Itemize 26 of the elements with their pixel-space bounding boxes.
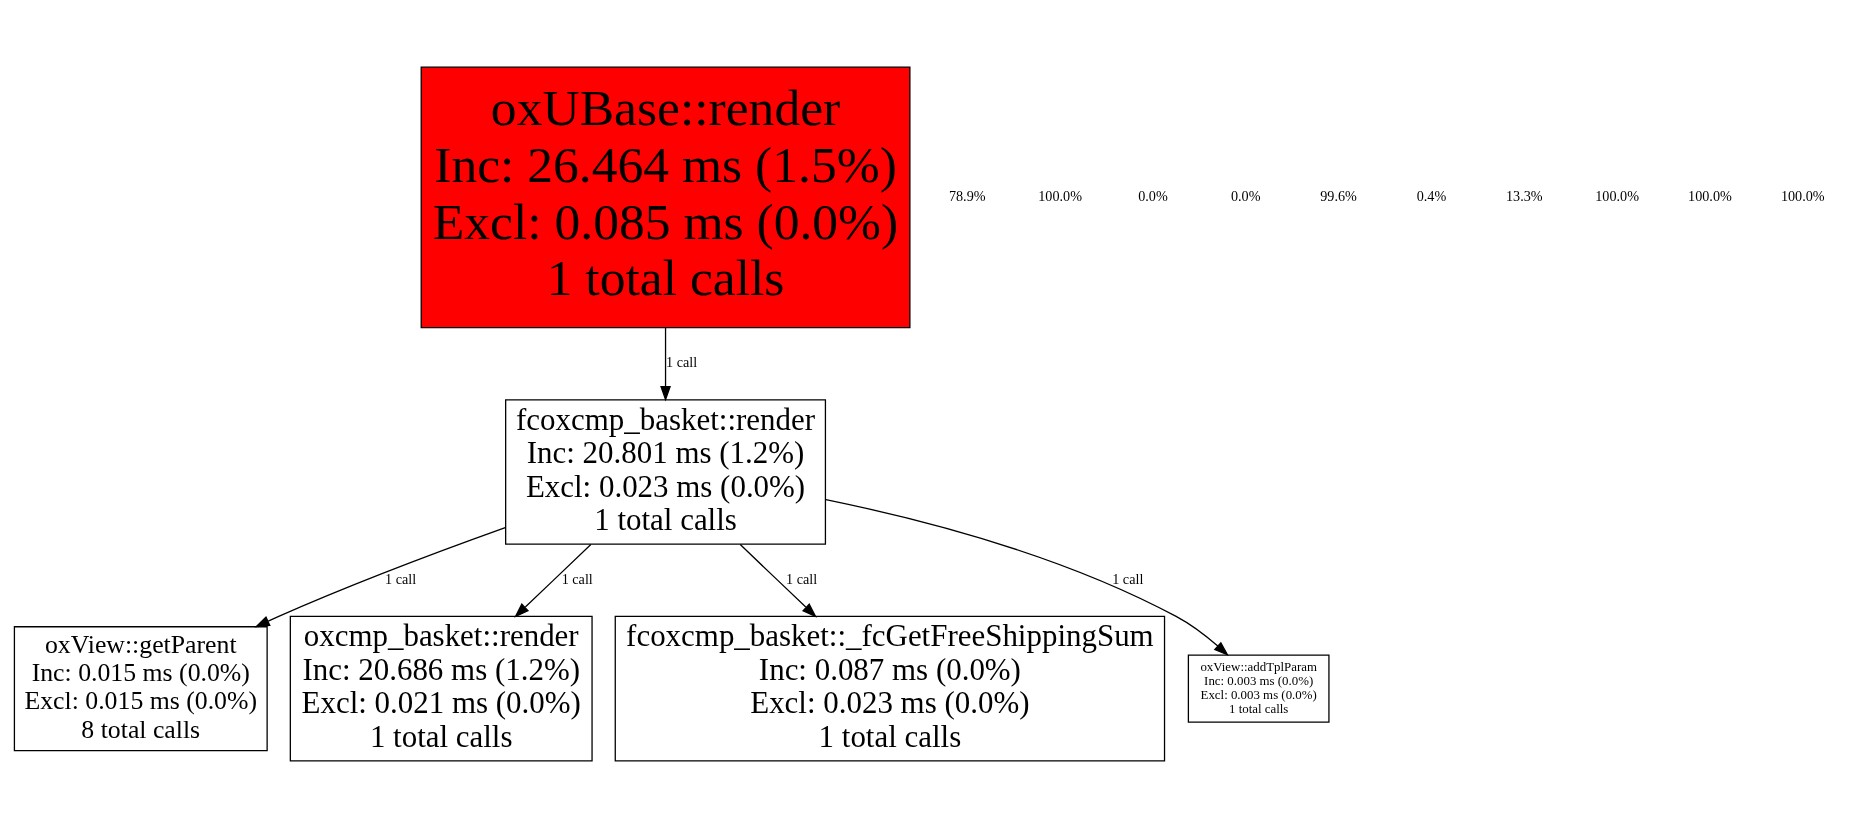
arrow: [825, 498, 1229, 656]
label: 100.0%: [1688, 187, 1732, 204]
arrow: [254, 526, 506, 628]
node-box: fcoxcmp_basket::render Inc: 20.801 ms (1.2%) Excl: 0.023 ms (0.0%) 1 total calls: [505, 398, 827, 545]
label: 100.0%: [1780, 187, 1825, 204]
edge-label: 1 call: [786, 570, 818, 587]
label: 100.0%: [1038, 187, 1082, 204]
label: 99.6%: [1320, 187, 1357, 204]
node-box: fcoxcmp_basket::_fcGetFreeShippingSum Inc: 0.087 ms (0.0%) Excl: 0.023 ms (0.0%) 1 total calls: [614, 615, 1166, 761]
label: 13.3%: [1505, 187, 1543, 204]
label: 100.0%: [1595, 187, 1639, 204]
edge-label: 1 call: [1112, 570, 1144, 587]
arrow: [660, 326, 671, 402]
arrow: [739, 543, 817, 618]
node-box: oxView::getParent Inc: 0.015 ms (0.0%) Excl: 0.015 ms (0.0%) 8 total calls: [13, 625, 268, 751]
edge-label: 1 call: [561, 570, 593, 587]
label: 0.4%: [1416, 187, 1447, 204]
node-box: oxcmp_basket::render Inc: 20.686 ms (1.2%) Excl: 0.021 ms (0.0%) 1 total calls: [289, 615, 593, 761]
edge-label: 1 call: [385, 570, 417, 587]
edge-label: 1 call: [666, 353, 698, 370]
arrow: [514, 543, 592, 618]
label: 0.0%: [1231, 187, 1261, 204]
label: 78.9%: [948, 187, 986, 204]
node-box: oxView::addTplParam Inc: 0.003 ms (0.0%) Excl: 0.003 ms (0.0%) 1 total calls: [1187, 653, 1330, 723]
label: 0.0%: [1138, 187, 1168, 204]
node-box: oxUBase::render Inc: 26.464 ms (1.5%) Excl: 0.085 ms (0.0%) 1 total calls: [420, 66, 911, 328]
